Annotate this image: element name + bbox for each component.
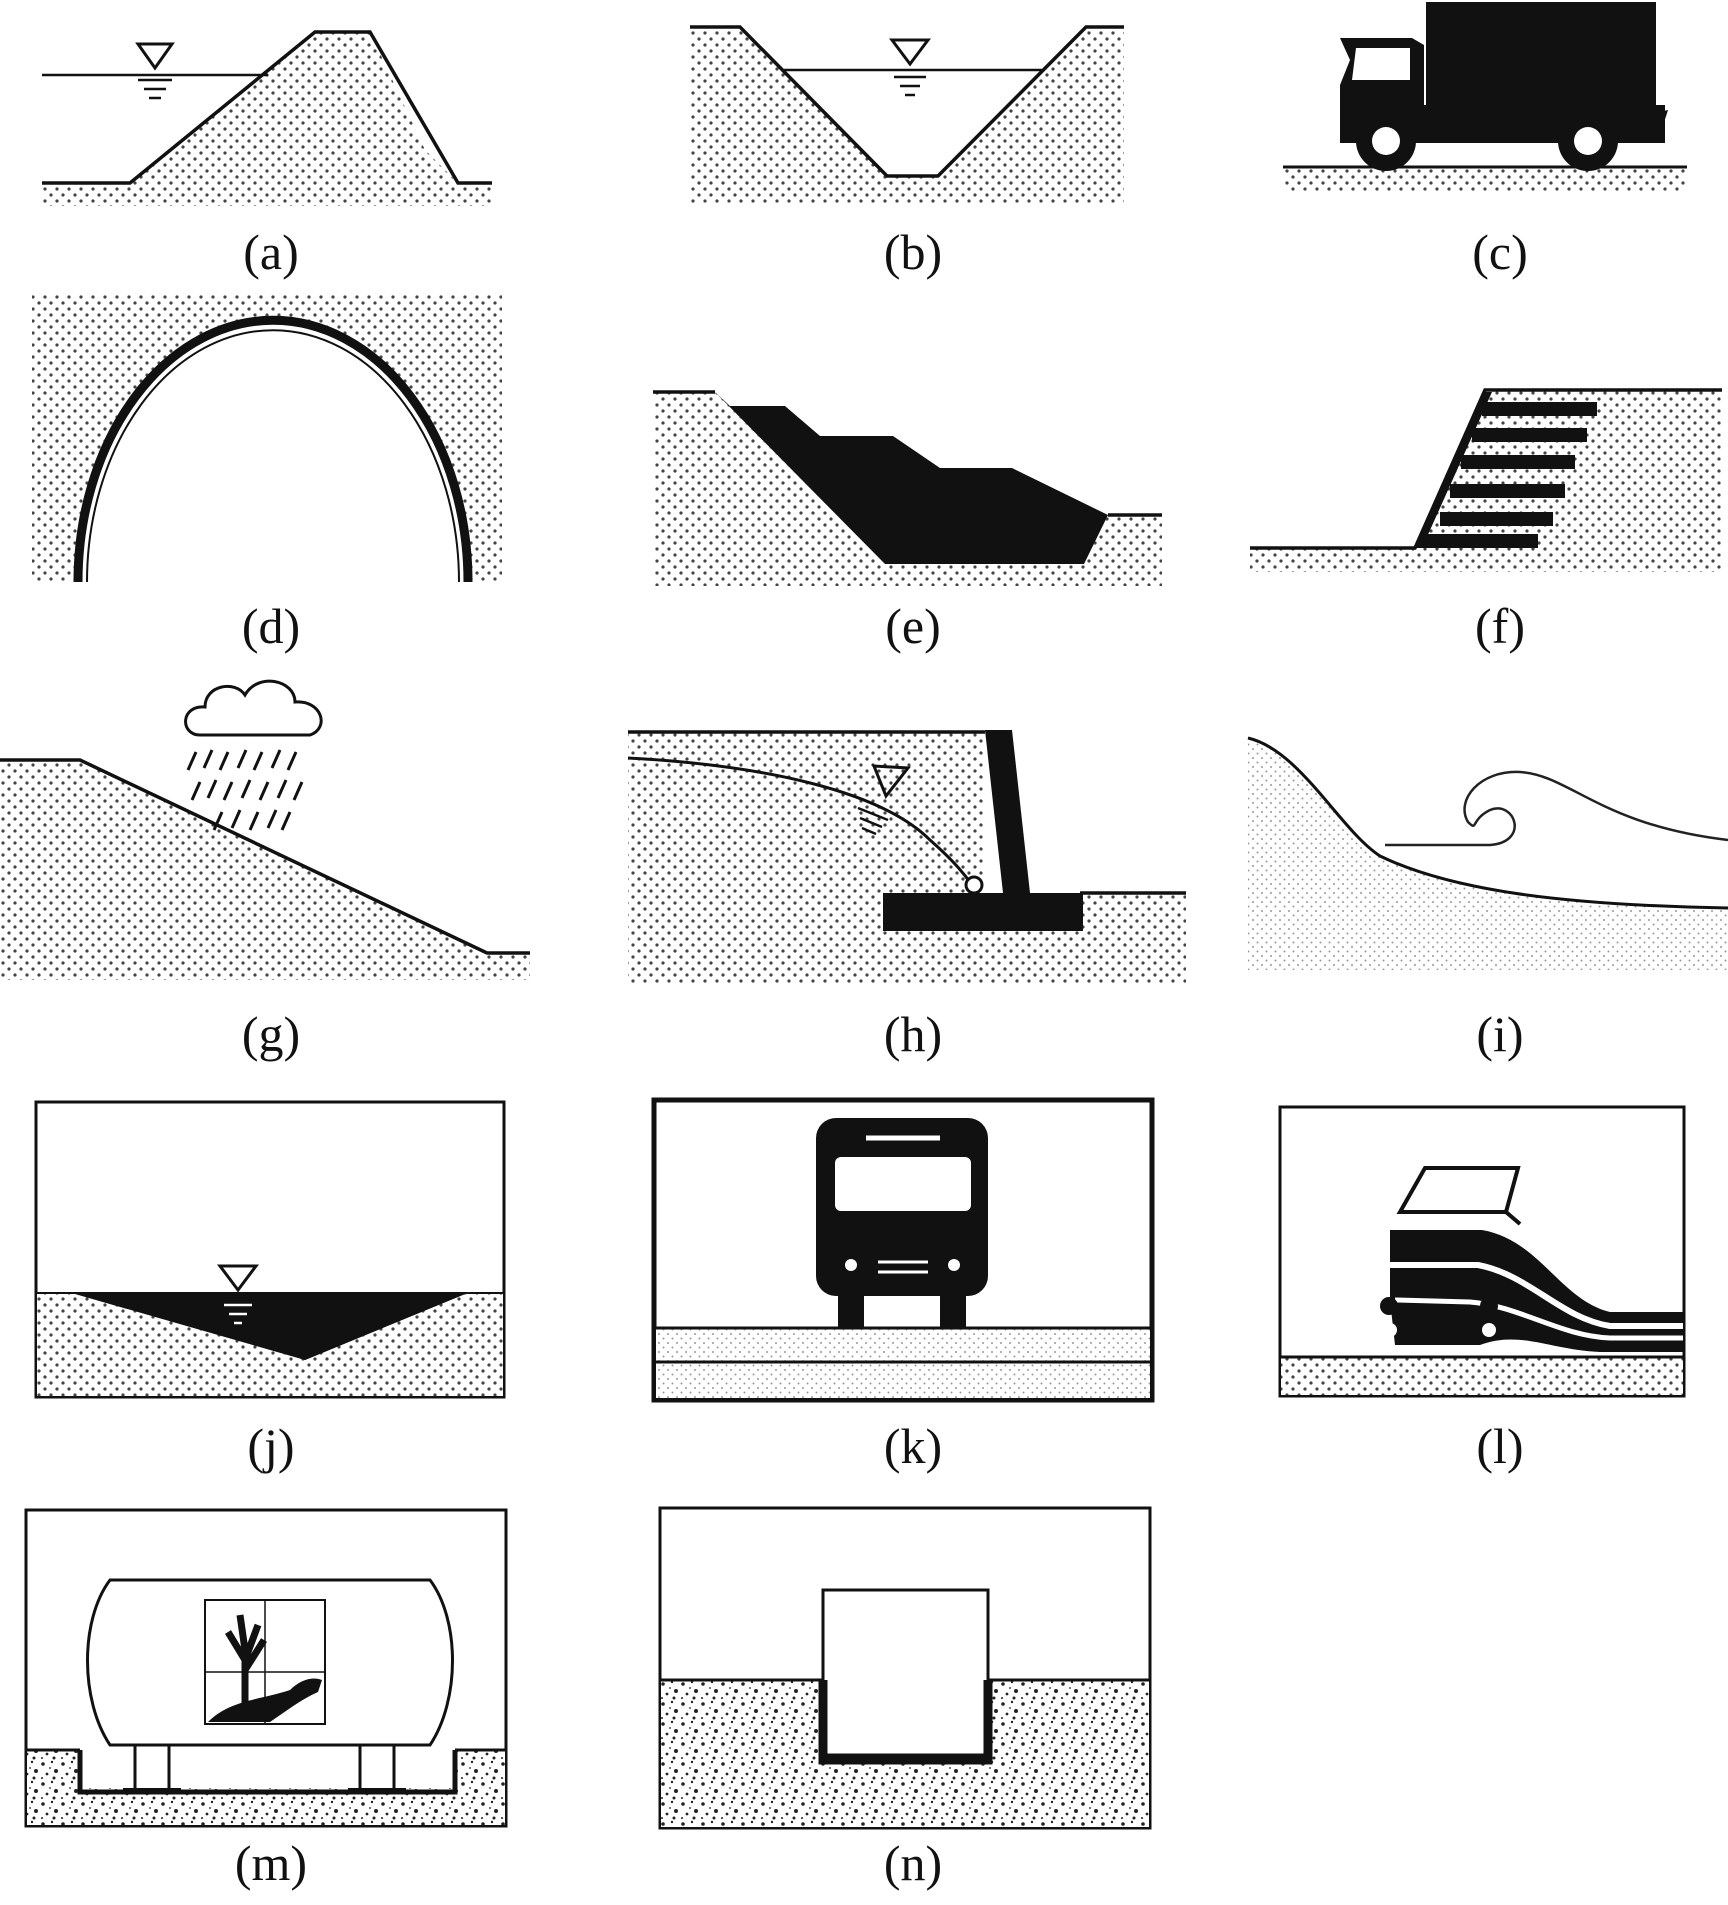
caption-i: (i) — [1476, 1006, 1524, 1062]
caption-l: (l) — [1476, 1418, 1524, 1474]
caption-c: (c) — [1472, 224, 1528, 280]
caption-b: (b) — [883, 224, 943, 280]
panel-k-bus — [651, 1097, 1155, 1403]
caption-j: (j) — [247, 1418, 295, 1474]
panel-f-reinforced-wall — [1250, 388, 1722, 572]
panel-n-box-structure — [658, 1506, 1152, 1830]
caption-k: (k) — [883, 1418, 943, 1474]
panel-j-reservoir — [34, 1100, 506, 1399]
panel-b-channel — [690, 25, 1124, 203]
caption-f: (f) — [1475, 598, 1525, 654]
caption-d: (d) — [241, 598, 301, 654]
panel-i-coastal-wave — [1247, 736, 1728, 970]
panel-g-slope-rain — [0, 679, 530, 980]
caption-h: (h) — [883, 1006, 943, 1062]
panel-l-train — [1278, 1105, 1686, 1398]
caption-g: (g) — [241, 1006, 301, 1062]
panel-c-truck — [1283, 2, 1687, 191]
panel-a-embankment — [42, 30, 492, 206]
panel-d-tunnel — [32, 295, 502, 583]
panel-e-stepped-slope — [653, 390, 1162, 586]
caption-n: (n) — [883, 1835, 943, 1891]
caption-e: (e) — [885, 598, 941, 654]
panel-m-storage-tank — [24, 1508, 508, 1828]
caption-a: (a) — [243, 224, 299, 280]
caption-m: (m) — [234, 1835, 308, 1891]
panel-h-retaining-wall — [627, 730, 1186, 984]
